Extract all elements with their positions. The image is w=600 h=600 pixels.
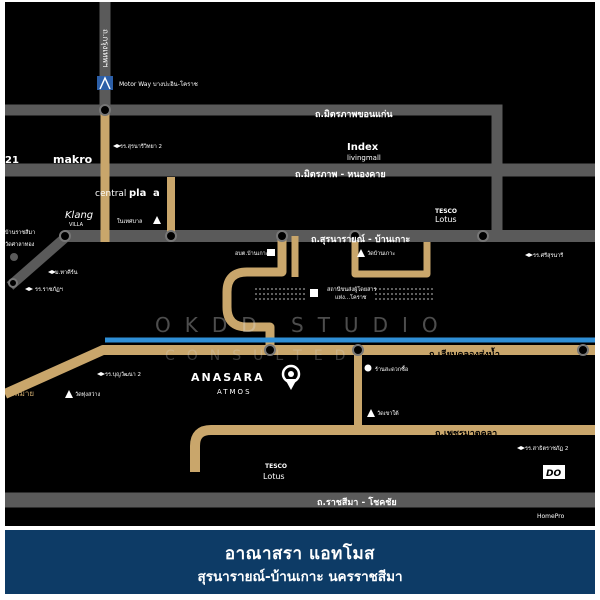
gold-roads	[5, 110, 595, 472]
label-road-suranarai: ถ.สุรนารายณ์ - บ้านเกาะ	[311, 233, 410, 245]
place-central-brand: pla	[129, 188, 146, 199]
school-icon	[25, 287, 33, 291]
place-central-suffix: a	[153, 188, 160, 199]
label-motorway: Motor Way บางปะอิน-โคราช	[119, 80, 198, 88]
office-icon	[267, 249, 275, 256]
place-villa: VILLA	[69, 222, 84, 228]
map-background	[5, 2, 595, 526]
road-temple-loop	[351, 236, 431, 278]
project-marker: ANASARA ATMOS	[191, 364, 301, 396]
poi-shopping-2: แห่ง...โคราช	[335, 293, 367, 301]
poi-school-right-bottom: รร.สาธิตราชภัฏ 2	[525, 445, 568, 452]
poi-temple-left: วัดทุ่งสว่าง	[75, 391, 101, 398]
poi-left-3: ม.ทาคีร์น	[55, 269, 78, 276]
poi-left-4: รร.ราชภัฏฯ	[35, 286, 63, 293]
footer-title: อาณาสรา แอทโมส	[224, 544, 376, 564]
poi-district-office: อบต.บ้านเกาะ	[235, 250, 269, 257]
poi-seven-eleven: ร้านสะดวกซื้อ	[375, 365, 408, 373]
project-name: ANASARA	[191, 371, 265, 384]
poi-temple-right: วัดเขาใต้	[377, 410, 399, 417]
school-icon	[48, 270, 56, 274]
label-road-mittraphap-nong-khai: ถ.มิตรภาพ - หนองคาย	[295, 169, 386, 180]
place-tesco-bottom-lotus: Lotus	[263, 472, 285, 481]
watermark-line2: CONSULTED	[165, 348, 357, 364]
poi-shopping: สถานีขนส่งผู้โดยสาร	[327, 285, 377, 293]
store-icon	[364, 364, 372, 372]
school-icon	[97, 372, 105, 376]
label-road-left: ถ.พิมาย	[7, 389, 34, 398]
poi-market: ในเทศบาล	[117, 218, 142, 225]
footer-banner: อาณาสรา แอทโมส สุรนารายณ์-บ้านเกาะ นครรา…	[5, 530, 595, 594]
label-road-liap-khlong: ถ.เลียบคลองส่งน้ำ	[429, 347, 500, 360]
road-liap-khlong	[5, 345, 595, 399]
watermark-line1: OKDD STUDIO	[155, 313, 452, 337]
label-road-phetmatukla: ถ.เพชรมาตุคลา	[435, 429, 497, 439]
school-icon	[113, 144, 121, 148]
label-road-mittraphap-khon-kaen: ถ.มิตรภาพขอนแก่น	[315, 109, 393, 120]
intersection-nodes	[8, 104, 589, 356]
market-icon	[153, 216, 161, 224]
place-index: Index	[347, 142, 379, 153]
place-central-prefix: central	[95, 189, 126, 199]
label-road-north: ถ.กรุงเทพฯ	[101, 29, 110, 67]
place-homepro: HomePro	[537, 513, 565, 520]
label-road-ratchasima: ถ.ราชสีมา - โชคชัย	[317, 496, 397, 508]
temple-icon	[367, 409, 375, 417]
place-klang: Klang	[65, 210, 93, 221]
poi-temple-ban-ko: วัดบ้านเกาะ	[367, 250, 395, 257]
poi-left-1: บ้านราชสีมา	[5, 229, 35, 236]
location-map: OKDD STUDIO CONSULTED ถ.กรุงเทพฯ ถ.มิตรภ…	[5, 2, 595, 526]
poi-school-suranari: รร.สุรนารีวิทยา 2	[120, 143, 162, 150]
left-node-icon	[10, 253, 18, 261]
school-icon	[525, 253, 533, 257]
dohome-logo	[543, 465, 565, 479]
project-name-sub: ATMOS	[217, 388, 252, 396]
place-edge-21: 21	[5, 155, 19, 166]
temple-icon	[65, 390, 73, 398]
poi-school-bunwattana: รร.บุญวัฒนา 2	[105, 371, 141, 378]
bus-icon	[310, 289, 318, 297]
footer-subtitle: สุรนารายณ์-บ้านเกาะ นครราชสีมา	[197, 569, 403, 585]
poi-left-2: วัดศาลาทอง	[5, 241, 35, 248]
road-phetmatukla	[190, 425, 595, 472]
place-index-sub: livingmall	[347, 154, 381, 162]
place-tesco-top: TESCO	[435, 208, 457, 215]
railway-dashes	[255, 288, 435, 300]
road-left-diagonal	[6, 232, 71, 290]
place-dohome: DO	[546, 469, 561, 479]
place-makro: makro	[53, 153, 93, 166]
road-mittraphap-khon-kaen	[5, 104, 503, 230]
place-tesco-top-lotus: Lotus	[435, 215, 457, 224]
place-tesco-bottom: TESCO	[265, 463, 287, 470]
temple-icon	[357, 249, 365, 257]
road-ban-ko-loop	[222, 236, 287, 350]
poi-school-mueang: รร.ศรีสุรนารี	[533, 252, 563, 259]
school-icon	[517, 446, 525, 450]
